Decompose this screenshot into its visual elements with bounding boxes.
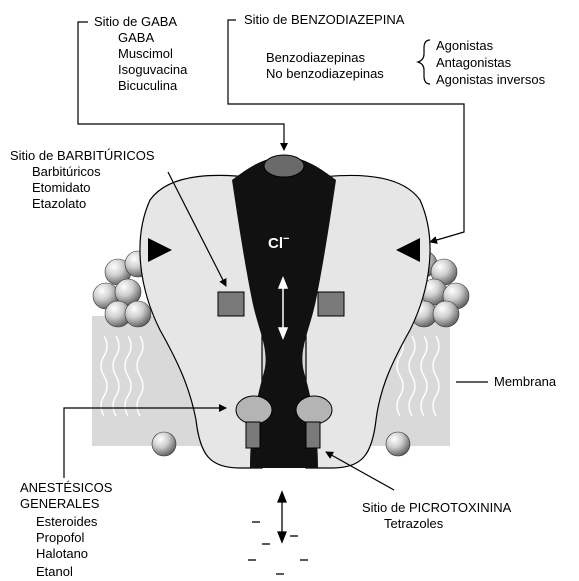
gaba-site-item: Isoguvacina bbox=[118, 62, 187, 77]
picrotoxinin-site-title: Sitio de PICROTOXININA bbox=[362, 500, 511, 515]
barbiturate-site-item: Etazolato bbox=[32, 196, 86, 211]
anesthetic-site-lobe-right bbox=[296, 396, 332, 424]
anesthetics-title-line2: GENERALES bbox=[20, 496, 99, 511]
negative-charges bbox=[248, 522, 308, 574]
benzodiazepine-site-title: Sitio de BENZODIAZEPINA bbox=[244, 12, 404, 27]
benzodiazepine-brace bbox=[418, 40, 430, 84]
picrotoxinin-site-item: Tetrazoles bbox=[384, 516, 443, 531]
barbiturate-site-box-right bbox=[318, 292, 344, 316]
benzodiazepine-class: No benzodiazepinas bbox=[266, 66, 384, 81]
anesthetic-item: Propofol bbox=[36, 530, 84, 545]
anesthetics-title-line1: ANESTÉSICOS bbox=[20, 480, 112, 495]
benzodiazepine-class: Benzodiazepinas bbox=[266, 50, 365, 65]
barbiturate-site-item: Etomidato bbox=[32, 180, 91, 195]
gaba-site-title: Sitio de GABA bbox=[94, 14, 177, 29]
gaba-site-leader bbox=[78, 22, 284, 150]
chloride-ion-label: Cl− bbox=[268, 232, 289, 251]
gaba-site-item: Bicuculina bbox=[118, 78, 177, 93]
anesthetic-item: Esteroides bbox=[36, 514, 97, 529]
gaba-site-item: GABA bbox=[118, 30, 154, 45]
benzodiazepine-action: Agonistas inversos bbox=[436, 72, 545, 87]
extracellular-flow-arrow bbox=[278, 492, 286, 542]
barbiturate-site-item: Barbitúricos bbox=[32, 164, 101, 179]
chloride-ion-charge: − bbox=[283, 233, 289, 245]
benzodiazepine-action: Agonistas bbox=[436, 38, 493, 53]
benzodiazepine-action: Antagonistas bbox=[436, 55, 511, 70]
chloride-ion-symbol: Cl bbox=[268, 235, 283, 252]
picrotoxinin-site-box-right bbox=[306, 422, 320, 448]
anesthetic-site-lobe-left bbox=[236, 396, 272, 424]
barbiturate-site-box-left bbox=[218, 292, 244, 316]
gaba-site-item: Muscimol bbox=[118, 46, 173, 61]
membrane-label: Membrana bbox=[494, 374, 556, 389]
picrotoxinin-site-box-left bbox=[246, 422, 260, 448]
anesthetic-item: Etanol bbox=[36, 564, 73, 579]
gaba-binding-cap bbox=[264, 155, 304, 177]
barbiturate-site-title: Sitio de BARBITÚRICOS bbox=[10, 148, 155, 163]
anesthetic-item: Halotano bbox=[36, 546, 88, 561]
